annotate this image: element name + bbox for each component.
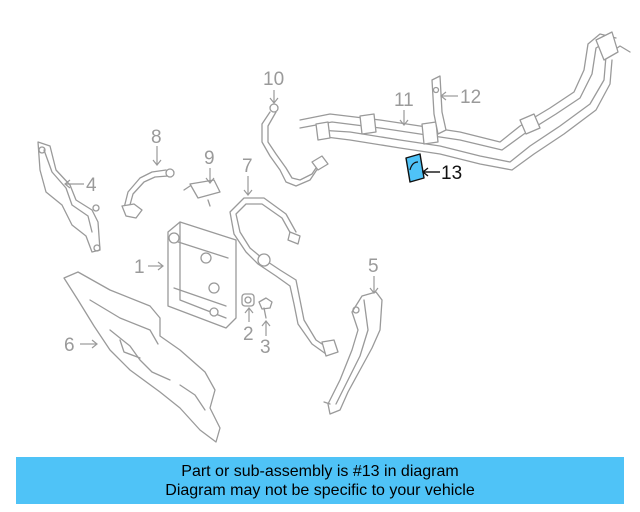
part-9-fitting [183,179,221,207]
callout-1: 1 [134,257,145,278]
callout-5: 5 [368,256,379,277]
part-2-nut [241,293,255,307]
banner-line-2: Diagram may not be specific to your vehi… [165,482,475,499]
part-3-bolt [258,297,273,319]
part-1-cooler [167,221,237,329]
callout-6: 6 [64,335,75,356]
part-7-hose [229,197,339,357]
callout-11: 11 [394,90,414,111]
part-4-bracket [37,141,101,253]
callout-13: 13 [441,163,462,184]
callout-12: 12 [460,87,481,108]
banner-line-1: Part or sub-assembly is #13 in diagram [181,463,459,480]
part-6-shield [63,271,221,443]
part-8-hose [121,168,175,219]
callout-4: 4 [86,175,97,196]
part-12-bracket [431,75,447,135]
callout-7: 7 [242,156,253,177]
callout-2: 2 [243,324,254,345]
callout-3: 3 [260,337,271,358]
part-11-tube [299,31,631,171]
callout-10: 10 [263,69,284,90]
callout-9: 9 [204,148,215,169]
callout-leaders [64,90,458,349]
parts-diagram: 1 2 3 4 5 6 7 8 9 10 11 12 13 [37,31,631,443]
info-banner: Part or sub-assembly is #13 in diagram D… [16,457,624,504]
part-13-clip [405,153,425,183]
callout-8: 8 [151,127,162,148]
part-10-hose [261,103,329,187]
part-5-bracket [323,291,383,415]
